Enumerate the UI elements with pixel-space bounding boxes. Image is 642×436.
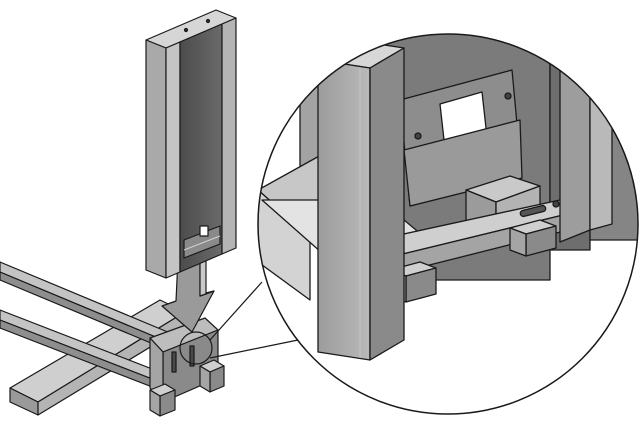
- leg-upright: [145, 9, 237, 279]
- callout-lines: [179, 281, 299, 365]
- magnifier-callout-icon: [257, 33, 639, 415]
